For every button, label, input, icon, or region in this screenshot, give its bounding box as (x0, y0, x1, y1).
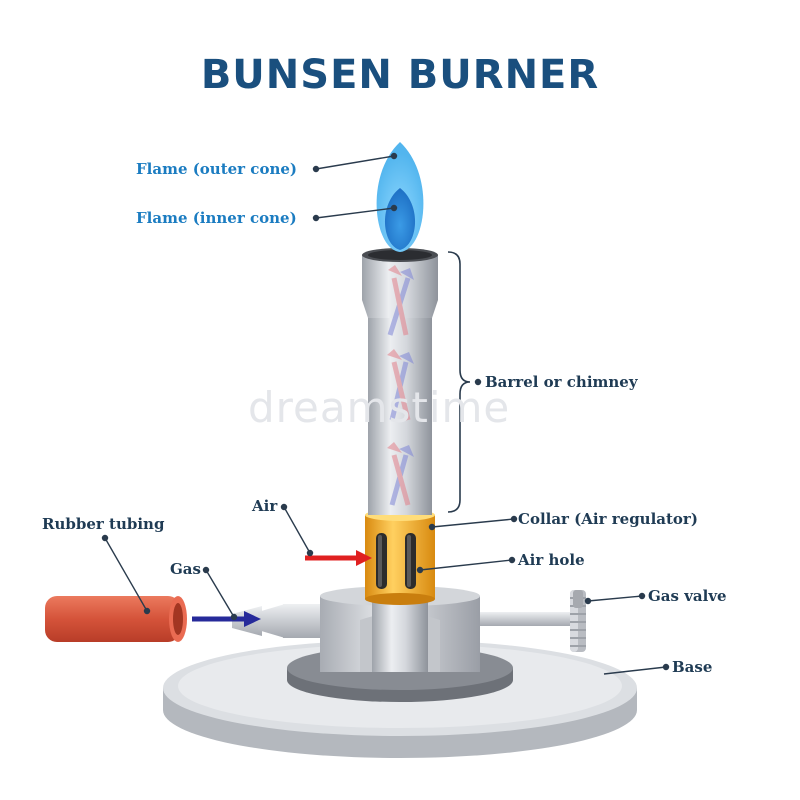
leader-lines (101, 152, 670, 675)
label-flame-inner-cone: Flame (inner cone) (136, 209, 297, 227)
label-collar: Collar (Air regulator) (518, 510, 698, 528)
burner-body (320, 586, 480, 672)
watermark: dreamstime (248, 383, 511, 432)
gas-arrow (192, 611, 261, 627)
collar (365, 509, 435, 605)
label-base: Base (672, 658, 713, 676)
internal-flow-arrows (387, 265, 414, 506)
label-barrel: Barrel or chimney (485, 373, 638, 391)
flame (376, 142, 424, 252)
rubber-tubing (45, 596, 187, 642)
flame-inner-cone (384, 188, 416, 250)
flow-arrow-group (387, 265, 414, 336)
label-flame-outer-cone: Flame (outer cone) (136, 160, 297, 178)
label-air-hole: Air hole (518, 551, 585, 569)
flow-arrow-group (387, 349, 414, 421)
label-gas: Gas (170, 560, 201, 578)
gas-valve (470, 590, 586, 652)
label-air: Air (252, 497, 278, 515)
label-gas-valve: Gas valve (648, 587, 727, 605)
diagram-title: BUNSEN BURNER (200, 52, 600, 98)
barrel-bracket (447, 251, 471, 513)
gas-inlet-nozzle (232, 604, 325, 638)
air-arrow (305, 550, 372, 566)
flow-arrow-group (387, 442, 414, 506)
label-rubber-tubing: Rubber tubing (42, 515, 165, 533)
